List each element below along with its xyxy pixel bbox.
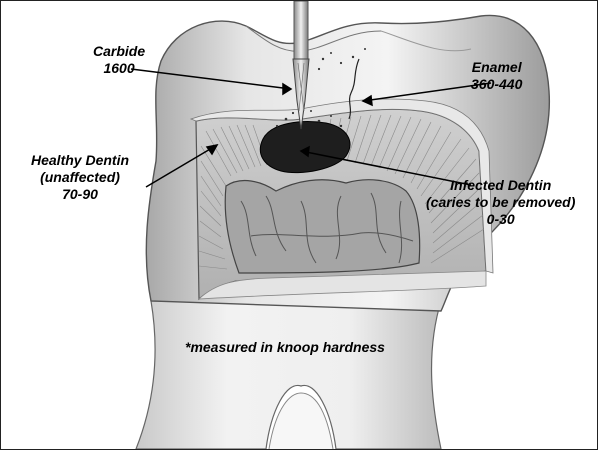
pulp-chamber [225, 180, 419, 273]
healthy-dentin-line1: Healthy Dentin [31, 152, 129, 169]
hardness-footnote: *measured in knoop hardness [185, 339, 385, 356]
carbide-value: 1600 [93, 60, 145, 77]
infected-dentin-value: 0-30 [426, 211, 575, 228]
healthy-dentin-label: Healthy Dentin (unaffected) 70-90 [31, 152, 129, 203]
healthy-dentin-line2: (unaffected) [31, 169, 129, 186]
infected-dentin-line1: Infected Dentin [426, 177, 575, 194]
carbide-name: Carbide [93, 43, 145, 60]
carbide-label: Carbide 1600 [93, 43, 145, 77]
infected-dentin-label: Infected Dentin (caries to be removed) 0… [426, 177, 575, 228]
healthy-dentin-value: 70-90 [31, 186, 129, 203]
enamel-label: Enamel 360-440 [471, 59, 522, 93]
infected-dentin-line2: (caries to be removed) [426, 194, 575, 211]
enamel-value: 360-440 [471, 76, 522, 93]
enamel-name: Enamel [471, 59, 522, 76]
